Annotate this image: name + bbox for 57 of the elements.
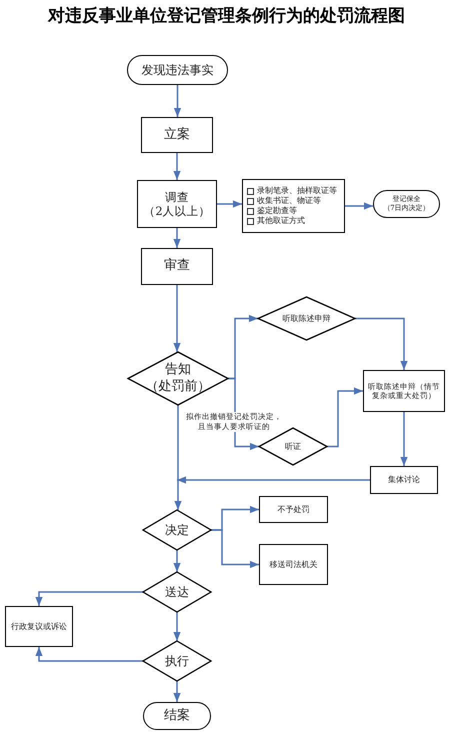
node-label: 决定 [164,522,190,538]
terminal-box [143,702,211,730]
list-item: 鉴定勘查等 [256,206,298,216]
node-label: 听证 [284,442,302,452]
process-box [141,248,213,285]
node-label: 不予处罚 [276,504,310,514]
process-box [370,466,438,494]
arrow [173,681,181,702]
node-label: 立案 [163,126,191,144]
list-item: 其他取证方式 [256,216,306,226]
terminal-box [373,190,440,218]
node-label: 送达 [164,584,190,600]
node-label: 行政复议或诉讼 [10,622,68,632]
decision-diamond [143,641,211,681]
arrow [173,153,181,180]
arrow [173,612,181,641]
node-label: 移送司法机关 [268,560,318,570]
arrow [217,200,242,208]
node-label: 告知 [164,362,192,378]
node-label: 结案 [163,708,191,724]
node-label: 发现违法事实 [140,62,214,78]
arrow [177,476,370,484]
node-label: 调查 [164,190,190,204]
process-box [137,180,217,228]
node-label: 听取陈述申辩 [282,314,332,324]
arrow [35,591,143,606]
arrow [327,387,363,448]
arrow [35,647,143,662]
process-box [363,370,445,412]
node-label: 审查 [163,258,191,275]
node-label: 集体讨论 [387,475,421,485]
decision-diamond [258,297,355,340]
arrow [211,529,259,568]
arrow [345,202,373,210]
decision-diamond [128,352,228,405]
arrow [174,405,182,510]
decision-diamond [259,428,327,465]
arrow [173,285,181,352]
node-label: （2人以上） [142,204,212,218]
node-label: 执行 [164,654,190,668]
diagram-title: 对违反事业单位登记管理条例行为的处罚流程图 [46,5,406,27]
evidence-list-box [242,179,345,233]
arrow [355,318,408,370]
terminal-box [127,55,228,85]
process-box [141,117,213,153]
process-box [5,606,73,647]
arrow [173,228,181,248]
arrow [173,550,181,572]
list-item: 收集书证、物证等 [256,196,322,206]
list-item: 录制笔录、抽样取证等 [256,186,338,196]
arrow [174,85,182,117]
process-box [259,496,328,523]
process-box [259,544,328,585]
decision-diamond [143,510,211,550]
node-label: （处罚前） [144,378,212,395]
decision-diamond [143,572,211,612]
arrow [400,412,408,466]
